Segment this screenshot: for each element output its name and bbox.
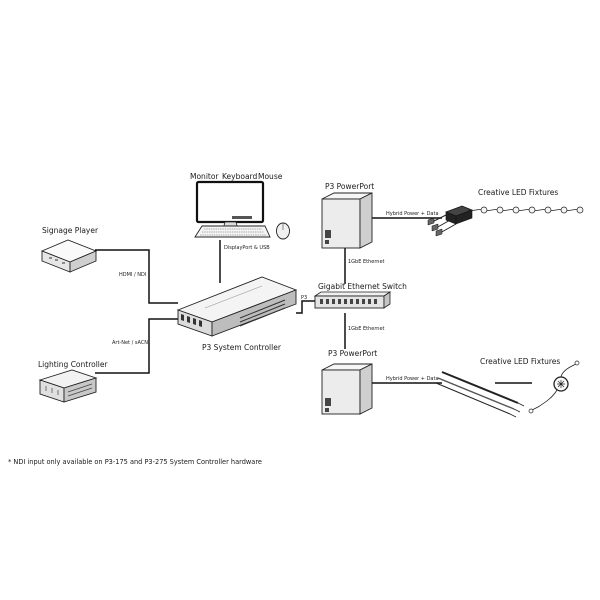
monitor-screen <box>195 180 265 224</box>
label-hybrid-top: Hybrid Power + Data <box>386 211 439 217</box>
label-fixtures-top: Creative LED Fixtures <box>478 188 558 197</box>
label-gbe-top: 1GbE Ethernet <box>348 259 385 265</box>
label-mouse: Mouse <box>258 172 283 181</box>
controller-side <box>211 289 297 337</box>
label-fixtures-bottom: Creative LED Fixtures <box>480 357 560 366</box>
led-fixtures-top <box>427 205 584 237</box>
label-keyboard: Keyboard <box>222 172 257 181</box>
label-hybrid-bottom: Hybrid Power + Data <box>386 376 439 382</box>
powerport-top-front <box>321 198 361 249</box>
lighting-side <box>63 377 97 403</box>
monitor-device <box>195 180 265 230</box>
powerport-bottom-side <box>359 363 373 415</box>
ethernet-switch-device <box>313 291 392 309</box>
keyboard-body <box>194 225 271 238</box>
switch-top <box>313 291 392 297</box>
label-system-controller: P3 System Controller <box>202 343 282 352</box>
controller-top-detail <box>204 285 263 309</box>
switch-side <box>383 291 391 309</box>
label-lighting-controller: Lighting Controller <box>38 360 109 369</box>
label-powerport-top: P3 PowerPort <box>325 182 374 191</box>
label-signage-player: Signage Player <box>42 226 99 235</box>
powerport-top-device <box>321 192 373 249</box>
lighting-controller-device <box>38 369 98 403</box>
label-p3: P3 <box>301 295 307 301</box>
led-bottom-ring-cable-down <box>531 389 558 411</box>
powerport-bottom-device <box>321 363 373 415</box>
device-labels: Monitor Keyboard Mouse Signage Player Li… <box>38 172 560 369</box>
footnote: * NDI input only available on P3-175 and… <box>8 458 262 466</box>
powerport-top-side <box>359 192 373 249</box>
connection-wires <box>95 217 532 384</box>
led-fixtures-bottom <box>435 360 580 418</box>
label-displayport-usb: DisplayPort & USB <box>224 245 270 251</box>
mouse-device <box>276 222 290 240</box>
wire-lighting-controller <box>95 318 178 374</box>
label-monitor: Monitor <box>190 172 219 181</box>
led-bottom-ring-cable-up <box>560 363 577 378</box>
switch-ports <box>320 299 377 304</box>
led-top-driver-body <box>445 209 473 225</box>
label-switch: Gigabit Ethernet Switch <box>318 282 407 291</box>
led-top-connectors <box>427 217 443 237</box>
keyboard-keys <box>200 228 266 236</box>
system-controller-device <box>176 276 298 337</box>
powerport-bottom-front <box>321 369 361 415</box>
label-artnet-sacn: Art-Net / sACN <box>112 340 148 346</box>
powerport-top-connectors <box>325 230 331 244</box>
led-bottom-strip-b <box>437 377 515 410</box>
controller-side-vents <box>239 299 286 327</box>
switch-front <box>314 295 385 309</box>
led-bottom-strip-a <box>441 371 519 404</box>
controller-front-ports <box>181 314 202 327</box>
monitor-bezel-logo <box>232 216 252 219</box>
wire-controller-switch <box>296 300 315 314</box>
signage-ports <box>49 257 65 264</box>
signage-player-device <box>40 239 98 273</box>
keyboard-device <box>194 225 271 238</box>
led-top-nodes <box>480 206 584 214</box>
label-gbe-bottom: 1GbE Ethernet <box>348 326 385 332</box>
led-bottom-ring-end-2 <box>528 408 534 414</box>
connection-labels: DisplayPort & USB HDMI / NDI Art-Net / s… <box>112 211 439 382</box>
lighting-vents <box>45 383 93 397</box>
label-hdmi-ndi: HDMI / NDI <box>119 272 146 278</box>
led-bottom-ring-star <box>557 380 565 388</box>
powerport-bottom-connectors <box>325 398 331 412</box>
led-bottom-tails <box>509 402 525 418</box>
signage-side <box>69 250 97 273</box>
wire-signage-controller <box>95 249 178 304</box>
led-bottom-ring-end <box>574 360 580 366</box>
label-powerport-bottom: P3 PowerPort <box>328 349 377 358</box>
led-bottom-strip-c <box>435 382 511 415</box>
